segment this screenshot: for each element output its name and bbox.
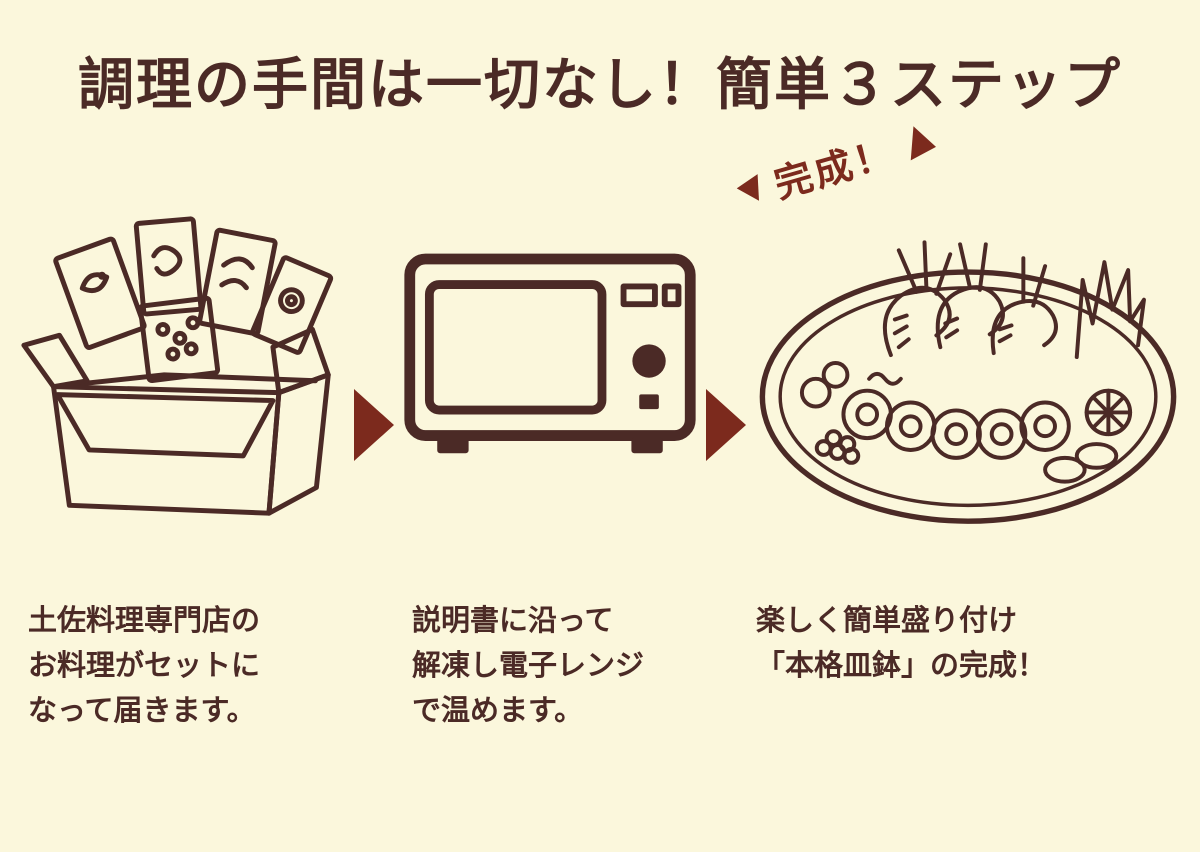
caption-line: なって届きます。 <box>28 694 256 727</box>
step-1-delivery: 土佐料理専門店の お料理がセットに なって届きます。 <box>14 127 350 734</box>
microwave-illustration <box>398 127 702 597</box>
step-caption: 楽しく簡単盛り付け 「本格皿鉢」の完成！ <box>750 599 1186 689</box>
badge-triangle-right-icon <box>910 125 936 160</box>
microwave-icon <box>404 253 696 454</box>
step-caption: 説明書に沿って 解凍し電子レンジ で温めます。 <box>398 599 702 734</box>
caption-line: 解凍し電子レンジ <box>412 649 645 682</box>
sawachi-platter-icon <box>759 240 1177 524</box>
caption-line: 楽しく簡単盛り付け <box>756 605 1018 637</box>
delivery-box-illustration <box>14 127 350 597</box>
badge-triangle-left-icon <box>736 173 759 201</box>
steps-row: 土佐料理専門店の お料理がセットに なって届きます。 <box>0 121 1200 734</box>
page-title: 調理の手間は一切なし！簡単３ステップ <box>78 53 1122 116</box>
sawachi-platter-illustration <box>750 127 1186 597</box>
arrow-right-icon <box>706 389 746 461</box>
delivery-box-icon <box>21 216 334 516</box>
caption-line: で温めます。 <box>412 694 584 727</box>
step-2-microwave: 説明書に沿って 解凍し電子レンジ で温めます。 <box>398 127 702 734</box>
step-3-platter: 完成！ <box>736 125 1186 689</box>
arrow-right-icon <box>354 389 394 461</box>
caption-line: お料理がセットに <box>28 649 261 682</box>
caption-line: 説明書に沿って <box>412 605 614 637</box>
completion-badge: 完成！ <box>730 110 942 219</box>
caption-line: 土佐料理専門店の <box>28 605 261 637</box>
caption-line: 「本格皿鉢」の完成！ <box>756 649 1047 682</box>
step-caption: 土佐料理専門店の お料理がセットに なって届きます。 <box>14 599 350 734</box>
